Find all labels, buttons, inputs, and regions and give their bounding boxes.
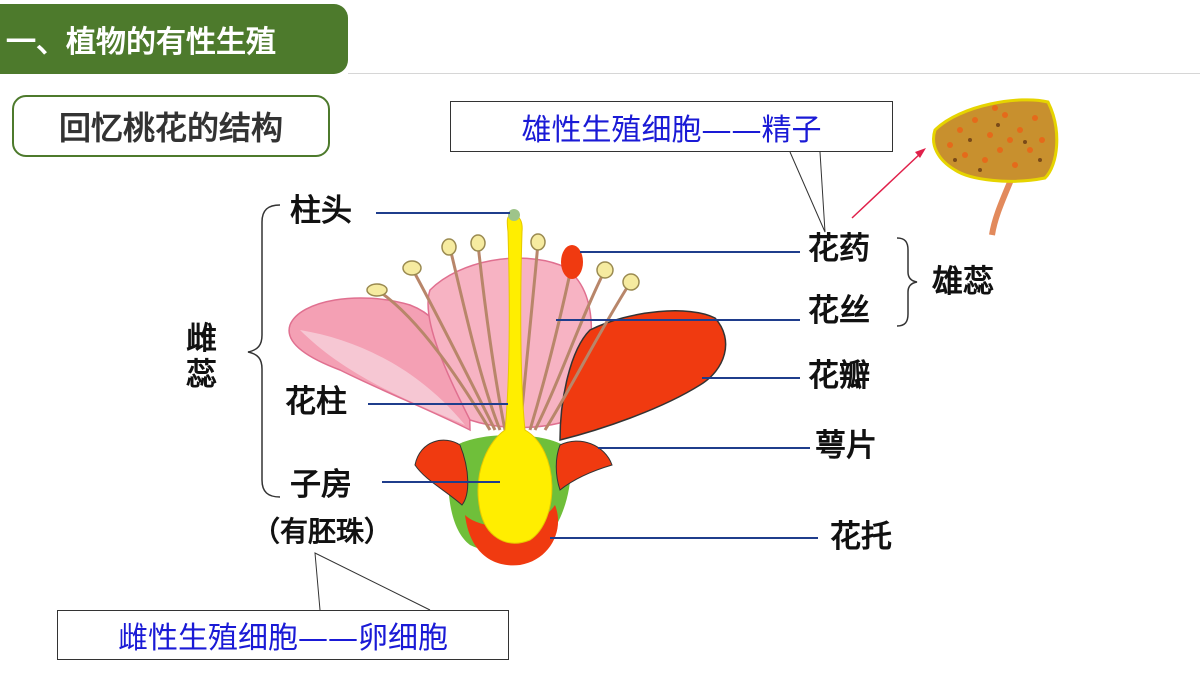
pollen-grains xyxy=(947,105,1045,168)
label-stigma: 柱头 xyxy=(290,193,352,229)
section-title: 一、植物的有性生殖 xyxy=(6,25,276,60)
pistil xyxy=(477,214,553,544)
label-ovary: 子房 xyxy=(290,467,352,503)
filaments xyxy=(379,242,632,431)
title-divider xyxy=(348,73,1200,74)
pollen-sac xyxy=(932,98,1059,183)
stigma-tip xyxy=(508,209,520,221)
red-petal xyxy=(559,310,727,441)
leader-lines xyxy=(368,212,818,539)
anthers xyxy=(366,233,640,297)
female-cell-text: 雌性生殖细胞——卵细胞 xyxy=(118,621,448,656)
stamen-brace xyxy=(896,237,918,327)
label-style: 花柱 xyxy=(285,384,347,420)
male-callout-pointer xyxy=(789,151,826,233)
sepal-left xyxy=(414,439,469,506)
label-sepal: 萼片 xyxy=(815,428,877,464)
label-anther: 花药 xyxy=(808,231,870,267)
label-stamen: 雄蕊 xyxy=(932,264,994,300)
sepal-right xyxy=(555,440,613,491)
female-callout-pointer xyxy=(314,552,431,611)
pink-petal-shade xyxy=(300,330,465,425)
pistil-brace xyxy=(247,204,281,498)
pollen-dots-dark xyxy=(953,123,1042,172)
male-cell-text: 雄性生殖细胞——精子 xyxy=(521,112,822,148)
label-receptacle: 花托 xyxy=(830,519,892,555)
highlighted-anther xyxy=(561,245,583,279)
pollen-pointer-arrow xyxy=(851,151,923,219)
subtitle-text: 回忆桃花的结构 xyxy=(58,109,283,147)
subtitle-box: 回忆桃花的结构 xyxy=(12,95,330,157)
label-pistil: 雌 蕊 xyxy=(186,321,217,393)
male-cell-callout: 雄性生殖细胞——精子 xyxy=(450,101,893,152)
label-petal: 花瓣 xyxy=(808,358,870,394)
label-filament: 花丝 xyxy=(808,293,870,329)
label-ovule-note: （有胚珠） xyxy=(252,515,393,548)
arrow-head xyxy=(915,148,926,158)
section-title-banner: 一、植物的有性生殖 xyxy=(0,4,348,74)
female-cell-callout: 雌性生殖细胞——卵细胞 xyxy=(57,610,509,660)
